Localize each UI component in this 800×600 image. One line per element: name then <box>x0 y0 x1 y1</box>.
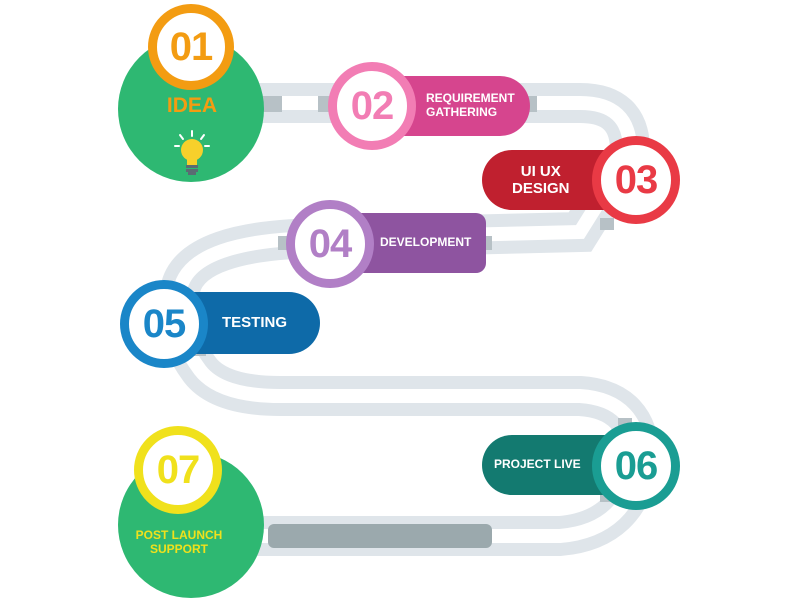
step-02-number-badge: 02 <box>328 62 416 150</box>
step-03-label-line2: DESIGN <box>512 180 570 197</box>
step-04-number-badge: 04 <box>286 200 374 288</box>
lightbulb-icon <box>174 130 210 176</box>
step-07-label-line1: POST LAUNCH <box>135 528 223 542</box>
step-04-number: 04 <box>308 221 352 266</box>
step-03-number-badge: 03 <box>592 136 680 224</box>
step-01-label: IDEA <box>166 94 218 117</box>
step-05-number: 05 <box>142 301 186 346</box>
step-02-label-line2: GATHERING <box>426 105 498 119</box>
bottom-bar <box>268 524 492 548</box>
step-04-label: DEVELOPMENT <box>380 235 472 250</box>
step-07-number-badge: 07 <box>134 426 222 514</box>
step-06-label: PROJECT LIVE <box>494 457 581 472</box>
step-07-number: 07 <box>156 447 200 492</box>
step-06-number-badge: 06 <box>592 422 680 510</box>
step-03-label-line1: UI UX <box>520 162 561 180</box>
step-07-label: POST LAUNCH SUPPORT <box>120 528 238 557</box>
step-02-number: 02 <box>350 83 394 128</box>
step-06-number: 06 <box>614 443 658 488</box>
step-03-number: 03 <box>614 157 658 202</box>
step-05-label: TESTING <box>222 314 288 332</box>
step-07-label-line2: SUPPORT <box>149 542 208 557</box>
step-01-number: 01 <box>169 24 213 69</box>
step-02-label-line1: REQUIREMENT <box>426 91 515 106</box>
step-01-number-badge: 01 <box>148 4 234 90</box>
step-05-number-badge: 05 <box>120 280 208 368</box>
